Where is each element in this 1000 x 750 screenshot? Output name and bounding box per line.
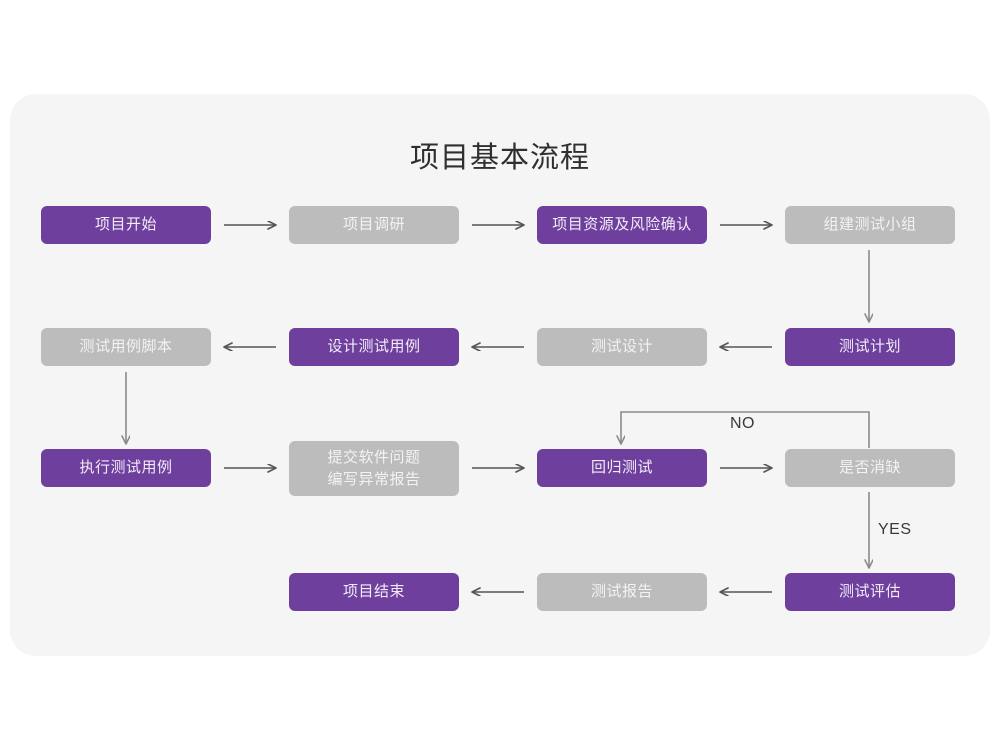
node-test-design[interactable]: 测试设计 bbox=[537, 328, 707, 366]
node-label: 设计测试用例 bbox=[327, 338, 421, 355]
node-submit-defects-report[interactable]: 提交软件问题 编写异常报告 bbox=[289, 441, 459, 496]
node-project-start[interactable]: 项目开始 bbox=[41, 206, 211, 244]
edge-label-yes: YES bbox=[878, 521, 912, 538]
node-defects-cleared-decision[interactable]: 是否消缺 bbox=[785, 449, 955, 487]
node-test-plan[interactable]: 测试计划 bbox=[785, 328, 955, 366]
node-label: 项目开始 bbox=[94, 216, 157, 233]
node-label: 是否消缺 bbox=[838, 459, 901, 476]
node-label: 项目调研 bbox=[342, 216, 405, 233]
node-project-end[interactable]: 项目结束 bbox=[289, 573, 459, 611]
node-design-test-cases[interactable]: 设计测试用例 bbox=[289, 328, 459, 366]
node-label: 回归测试 bbox=[590, 459, 653, 476]
node-label: 测试用例脚本 bbox=[79, 338, 173, 355]
node-regression-test[interactable]: 回归测试 bbox=[537, 449, 707, 487]
node-test-evaluation[interactable]: 测试评估 bbox=[785, 573, 955, 611]
node-test-report[interactable]: 测试报告 bbox=[537, 573, 707, 611]
node-execute-test-cases[interactable]: 执行测试用例 bbox=[41, 449, 211, 487]
node-test-case-scripts[interactable]: 测试用例脚本 bbox=[41, 328, 211, 366]
node-label: 项目结束 bbox=[342, 583, 405, 600]
node-project-research[interactable]: 项目调研 bbox=[289, 206, 459, 244]
node-label: 组建测试小组 bbox=[823, 216, 917, 233]
edge-label-no: NO bbox=[730, 415, 755, 432]
node-label: 测试设计 bbox=[590, 338, 653, 355]
node-label: 项目资源及风险确认 bbox=[552, 216, 692, 233]
node-form-test-team[interactable]: 组建测试小组 bbox=[785, 206, 955, 244]
page-title: 项目基本流程 bbox=[409, 142, 590, 174]
node-label: 测试报告 bbox=[590, 583, 653, 600]
node-label: 测试评估 bbox=[838, 583, 901, 600]
node-label: 提交软件问题 编写异常报告 bbox=[327, 448, 421, 488]
node-label: 执行测试用例 bbox=[79, 459, 173, 476]
node-label: 测试计划 bbox=[838, 338, 901, 355]
diagram-panel bbox=[10, 94, 990, 656]
node-resource-risk-confirm[interactable]: 项目资源及风险确认 bbox=[537, 206, 707, 244]
